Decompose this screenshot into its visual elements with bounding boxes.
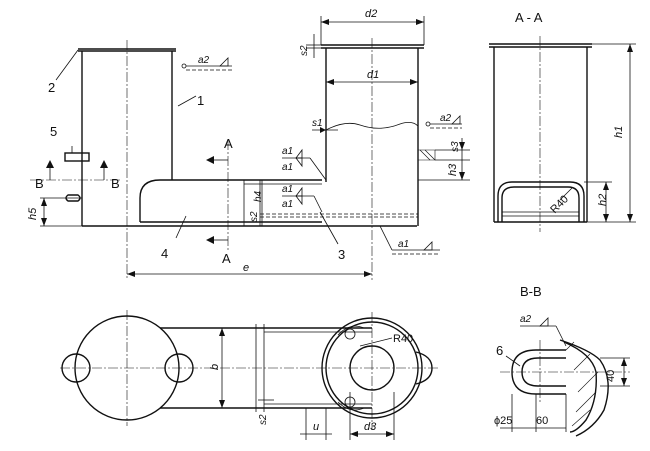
section-title-aa: A - A (515, 10, 543, 25)
dim-h2: h2 (597, 194, 609, 206)
section-aa-view (489, 36, 636, 232)
dim-s2-plan: s2 (258, 414, 269, 425)
dim-h1: h1 (613, 126, 625, 138)
dim-h3: h3 (447, 163, 459, 176)
part-number-6: 6 (496, 343, 503, 358)
dim-b: b (209, 364, 221, 370)
dim-r40-plan: R40 (393, 333, 413, 345)
front-view (30, 16, 470, 280)
dim-h4: h4 (253, 190, 264, 202)
plan-view (60, 310, 440, 440)
weld-label-a2-right: a2 (440, 113, 452, 124)
weld-label-a1-2: a1 (282, 162, 293, 173)
marker-b-right: B (111, 176, 120, 191)
left-cylinder (78, 40, 176, 280)
weld-a2-right (425, 115, 462, 129)
weld-label-a2-left: a2 (198, 55, 210, 66)
weld-label-a1-3: a1 (282, 184, 293, 195)
section-bb-view (500, 317, 630, 437)
boss (65, 194, 81, 202)
dim-60: 60 (536, 415, 548, 427)
dim-s2-side: s2 (249, 211, 260, 222)
weld-a1-lower (282, 186, 323, 213)
dim-d2: d2 (365, 8, 377, 20)
weld-a2-left (181, 57, 232, 71)
dim-d1: d1 (367, 69, 379, 81)
dim-s2-top: s2 (299, 45, 310, 56)
part-5-clip (64, 152, 90, 162)
dim-s3: s3 (450, 141, 461, 152)
section-title-bb: B-B (520, 284, 542, 299)
part-number-2: 2 (48, 80, 55, 95)
dimension-e (127, 271, 372, 277)
dimension-d1 (326, 79, 418, 85)
marker-a-top: A (224, 136, 233, 151)
part-number-5: 5 (50, 124, 57, 139)
marker-b-left: B (35, 176, 44, 191)
part-number-3: 3 (338, 247, 345, 262)
horizontal-pipe (82, 179, 418, 227)
dimension-s1 (312, 127, 338, 133)
weld-label-a2-bb: a2 (520, 314, 532, 325)
dimension-h5 (41, 198, 47, 226)
dimension-d2 (320, 16, 425, 45)
weld-a1-bottom (379, 225, 440, 255)
dim-u: u (313, 421, 319, 433)
dim-e: e (243, 262, 249, 274)
marker-a-bottom: A (222, 251, 231, 266)
dim-s1: s1 (312, 118, 323, 129)
dimension-s2-top (306, 34, 321, 58)
dimension-s3-h3 (418, 138, 470, 181)
section-line-aa (206, 140, 229, 250)
part-number-4: 4 (161, 246, 168, 261)
weld-label-a1-1: a1 (282, 146, 293, 157)
dim-r40-aa: R40 (548, 193, 571, 216)
section-line-bb (30, 160, 122, 181)
dim-40: 40 (605, 370, 617, 382)
weld-a1-upper (282, 148, 327, 181)
part-number-1: 1 (197, 93, 204, 108)
dim-h5: h5 (27, 207, 39, 220)
dim-phi25: ϕ25 (494, 415, 512, 427)
weld-label-a1-5: a1 (398, 239, 409, 250)
weld-label-a1-4: a1 (282, 199, 293, 210)
dim-d3: d3 (364, 421, 377, 433)
